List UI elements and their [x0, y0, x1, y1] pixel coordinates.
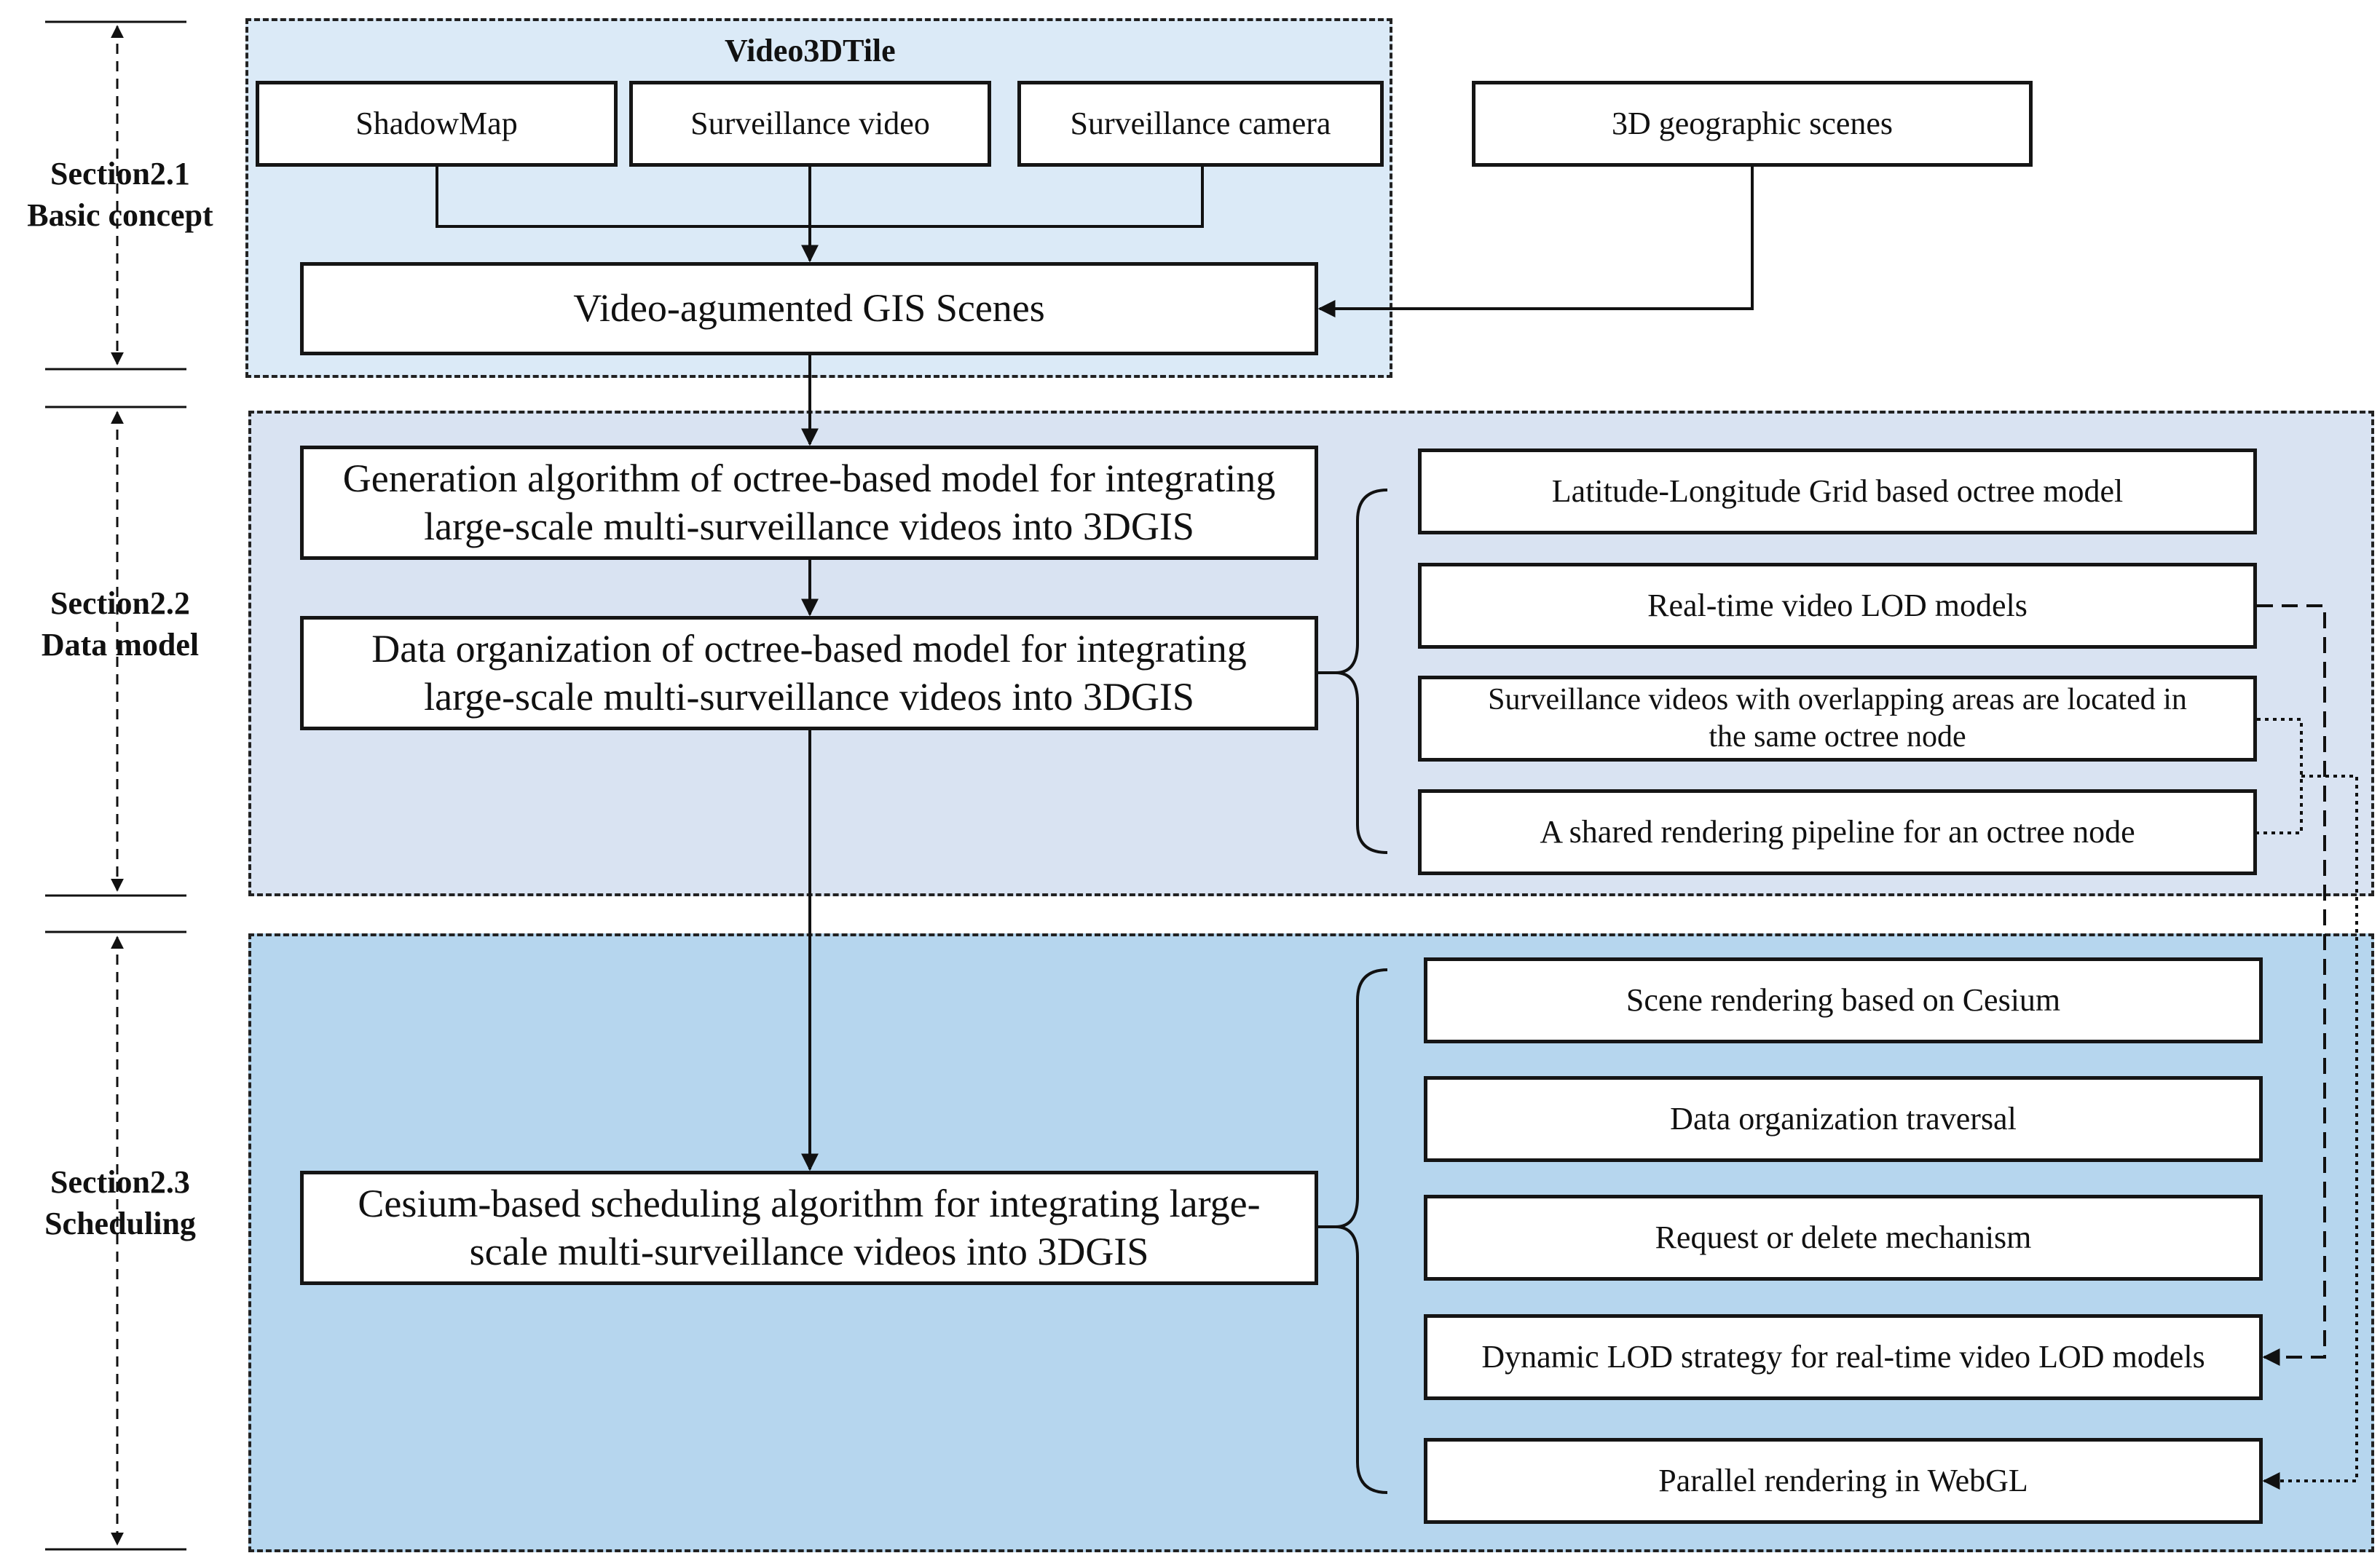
cesium-scheduling-algorithm-box: Cesium-based scheduling algorithm for in…: [300, 1171, 1318, 1285]
data-organization-traversal-box: Data organization traversal: [1424, 1076, 2263, 1162]
surveillance-camera-label: Surveillance camera: [1070, 106, 1331, 142]
section-ruler-2-1: [45, 20, 186, 371]
realtime-video-lod-label: Real-time video LOD models: [1647, 588, 2028, 624]
generation-algorithm-line1: Generation algorithm of octree-based mod…: [342, 456, 1276, 500]
parallel-rendering-webgl-label: Parallel rendering in WebGL: [1658, 1463, 2028, 1499]
section-ruler-2-2: [45, 406, 186, 897]
scene-rendering-cesium-label: Scene rendering based on Cesium: [1626, 982, 2061, 1019]
shared-rendering-pipeline-label: A shared rendering pipeline for an octre…: [1540, 814, 2135, 850]
surveillance-video-label: Surveillance video: [690, 106, 930, 142]
data-model-brace: [1318, 489, 1388, 854]
overlapping-videos-line1: Surveillance videos with overlapping are…: [1488, 682, 2187, 716]
shadowmap-box: ShadowMap: [256, 81, 618, 167]
surveillance-video-box: Surveillance video: [629, 81, 991, 167]
geo-scenes-connector: [1317, 167, 1754, 317]
data-organization-line2: large-scale multi-surveillance videos in…: [424, 674, 1194, 719]
generation-algorithm-line2: large-scale multi-surveillance videos in…: [424, 504, 1194, 548]
dynamic-lod-strategy-label: Dynamic LOD strategy for real-time video…: [1481, 1339, 2205, 1375]
surveillance-camera-box: Surveillance camera: [1017, 81, 1384, 167]
data-organization-box: Data organization of octree-based model …: [300, 616, 1318, 730]
geographic-scenes-label: 3D geographic scenes: [1611, 106, 1894, 142]
generation-algorithm-box: Generation algorithm of octree-based mod…: [300, 446, 1318, 560]
lat-lon-grid-octree-label: Latitude-Longitude Grid based octree mod…: [1551, 473, 2124, 510]
geographic-scenes-box: 3D geographic scenes: [1472, 81, 2033, 167]
video3dtile-title: Video3DTile: [725, 33, 896, 68]
cesium-scheduling-line2: scale multi-surveillance videos into 3DG…: [469, 1229, 1149, 1273]
lat-lon-grid-octree-box: Latitude-Longitude Grid based octree mod…: [1418, 448, 2257, 534]
input-merge-connector: [436, 167, 1204, 263]
lod-dashed-connector: [2257, 604, 2326, 1366]
cesium-scheduling-line1: Cesium-based scheduling algorithm for in…: [358, 1181, 1261, 1225]
video-augmented-gis-scenes-box: Video-agumented GIS Scenes: [300, 262, 1318, 355]
request-delete-mechanism-box: Request or delete mechanism: [1424, 1195, 2263, 1281]
overlapping-videos-box: Surveillance videos with overlapping are…: [1418, 676, 2257, 762]
scene-rendering-cesium-box: Scene rendering based on Cesium: [1424, 957, 2263, 1043]
parallel-dotted-connector: [2257, 718, 2358, 1490]
data-organization-traversal-label: Data organization traversal: [1670, 1101, 2017, 1137]
video-augmented-gis-scenes-label: Video-agumented GIS Scenes: [573, 286, 1045, 331]
parallel-rendering-webgl-box: Parallel rendering in WebGL: [1424, 1438, 2263, 1524]
dynamic-lod-strategy-box: Dynamic LOD strategy for real-time video…: [1424, 1314, 2263, 1400]
data-organization-line1: Data organization of octree-based model …: [371, 626, 1247, 671]
realtime-video-lod-box: Real-time video LOD models: [1418, 563, 2257, 649]
request-delete-mechanism-label: Request or delete mechanism: [1655, 1220, 2032, 1256]
shadowmap-label: ShadowMap: [355, 106, 518, 142]
scheduling-brace: [1318, 968, 1388, 1494]
shared-rendering-pipeline-box: A shared rendering pipeline for an octre…: [1418, 789, 2257, 875]
section-ruler-2-3: [45, 930, 186, 1551]
overlapping-videos-line2: the same octree node: [1709, 720, 1966, 754]
